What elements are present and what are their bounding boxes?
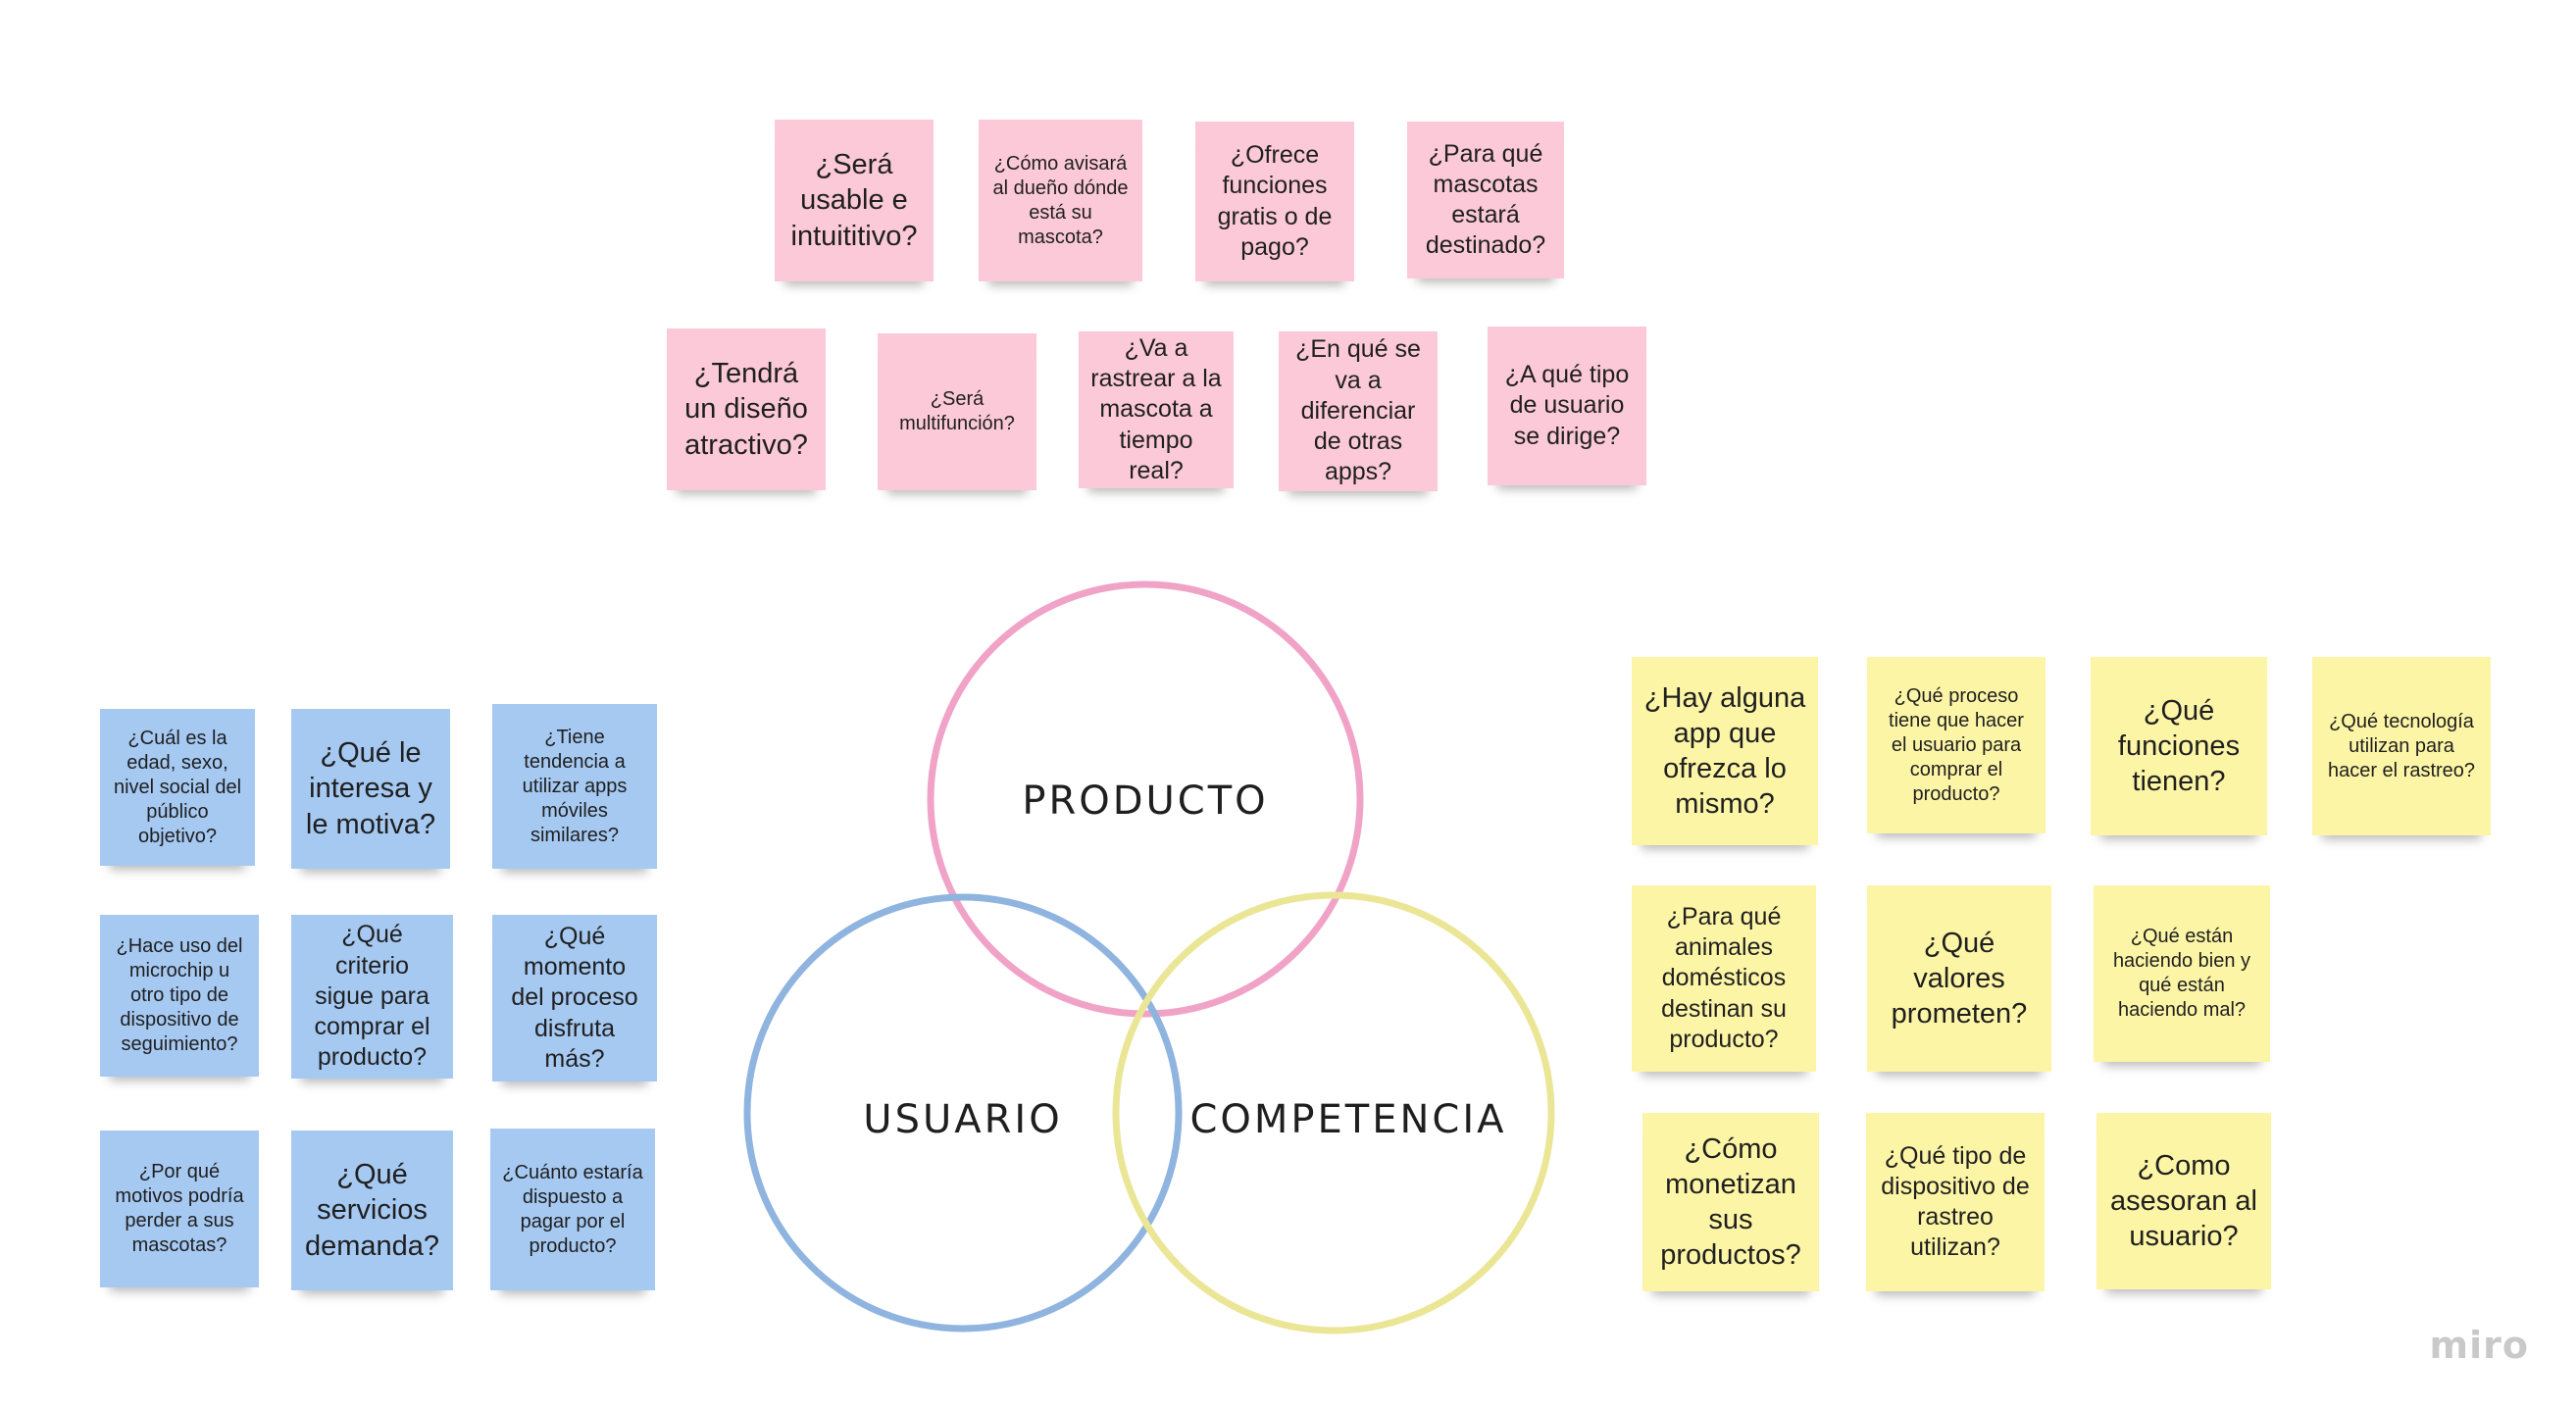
usuario-circle [743, 893, 1183, 1333]
note-text: ¿Hay alguna app que ofrezca lo mismo? [1643, 681, 1806, 821]
note-text: ¿Será multifunción? [899, 388, 1015, 434]
usuario-label: USUARIO [863, 1097, 1062, 1142]
note-text: ¿Qué están haciendo bien y qué están hac… [2112, 926, 2251, 1021]
producto-circle [927, 580, 1364, 1018]
note-text: ¿Qué proceso tiene que hacer el usuario … [1889, 684, 2024, 805]
sticky-note-producto[interactable]: ¿Va a rastrear a la mascota a tiempo rea… [1079, 331, 1234, 488]
producto-label: PRODUCTO [1022, 779, 1268, 824]
note-text: ¿Tendrá un diseño atractivo? [684, 358, 808, 461]
note-text: ¿Qué valores prometen? [1891, 927, 2028, 1031]
competencia-circle [1112, 891, 1555, 1334]
note-text: ¿Cuánto estaría dispuesto a pagar por el… [502, 1161, 643, 1257]
sticky-note-producto[interactable]: ¿Será multifunción? [878, 333, 1036, 490]
sticky-note-usuario[interactable]: ¿Qué criterio sigue para comprar el prod… [291, 915, 453, 1079]
note-text: ¿En qué se va a diferenciar de otras app… [1295, 335, 1421, 486]
sticky-note-usuario[interactable]: ¿Qué momento del proceso disfruta más? [492, 915, 657, 1081]
note-text: ¿Será usable e intuititivo? [790, 149, 918, 252]
note-text: ¿Hace uso del microchip u otro tipo de d… [116, 935, 243, 1055]
note-text: ¿Para qué mascotas estará destinado? [1425, 139, 1546, 260]
note-text: ¿Para qué animales domésticos destinan s… [1661, 902, 1787, 1053]
sticky-note-competencia[interactable]: ¿Como asesoran al usuario? [2096, 1113, 2271, 1289]
note-text: ¿Cómo avisará al dueño dónde está su mas… [992, 152, 1129, 248]
sticky-note-producto[interactable]: ¿Tendrá un diseño atractivo? [667, 328, 826, 490]
note-text: ¿Va a rastrear a la mascota a tiempo rea… [1090, 333, 1222, 484]
note-text: ¿Qué le interesa y le motiva? [305, 737, 436, 840]
sticky-note-producto[interactable]: ¿Para qué mascotas estará destinado? [1407, 122, 1564, 278]
miro-logo: miro [2429, 1324, 2529, 1367]
sticky-note-competencia[interactable]: ¿Qué tipo de dispositivo de rastreo util… [1866, 1113, 2045, 1291]
sticky-note-competencia[interactable]: ¿Hay alguna app que ofrezca lo mismo? [1632, 657, 1818, 845]
note-text: ¿Tiene tendencia a utilizar apps móviles… [522, 726, 628, 846]
note-text: ¿Cómo monetizan sus productos? [1660, 1132, 1801, 1272]
sticky-note-competencia[interactable]: ¿Qué están haciendo bien y qué están hac… [2094, 885, 2270, 1062]
note-text: ¿Ofrece funciones gratis o de pago? [1217, 141, 1333, 261]
note-text: ¿A qué tipo de usuario se dirige? [1504, 361, 1630, 450]
note-text: ¿Qué tecnología utilizan para hacer el r… [2327, 710, 2476, 781]
sticky-note-usuario[interactable]: ¿Qué le interesa y le motiva? [291, 709, 450, 869]
note-text: ¿Qué momento del proceso disfruta más? [511, 922, 638, 1073]
sticky-note-competencia[interactable]: ¿Qué valores prometen? [1867, 885, 2051, 1072]
sticky-note-producto[interactable]: ¿En qué se va a diferenciar de otras app… [1279, 331, 1438, 491]
sticky-note-competencia[interactable]: ¿Qué tecnología utilizan para hacer el r… [2312, 657, 2491, 835]
sticky-note-producto[interactable]: ¿Será usable e intuititivo? [775, 120, 934, 281]
note-text: ¿Como asesoran al usuario? [2110, 1149, 2257, 1253]
sticky-note-competencia[interactable]: ¿Cómo monetizan sus productos? [1642, 1113, 1819, 1291]
sticky-note-producto[interactable]: ¿A qué tipo de usuario se dirige? [1488, 327, 1646, 485]
sticky-note-competencia[interactable]: ¿Para qué animales domésticos destinan s… [1632, 885, 1816, 1072]
sticky-note-competencia[interactable]: ¿Qué funciones tienen? [2091, 657, 2267, 835]
sticky-note-usuario[interactable]: ¿Qué servicios demanda? [291, 1131, 453, 1290]
sticky-note-competencia[interactable]: ¿Qué proceso tiene que hacer el usuario … [1867, 657, 2046, 833]
sticky-note-usuario[interactable]: ¿Cuál es la edad, sexo, nivel social del… [100, 709, 255, 866]
sticky-note-usuario[interactable]: ¿Tiene tendencia a utilizar apps móviles… [492, 704, 657, 869]
sticky-note-usuario[interactable]: ¿Hace uso del microchip u otro tipo de d… [100, 915, 259, 1077]
sticky-note-usuario[interactable]: ¿Por qué motivos podría perder a sus mas… [100, 1131, 259, 1287]
note-text: ¿Qué criterio sigue para comprar el prod… [314, 921, 430, 1072]
sticky-note-producto[interactable]: ¿Ofrece funciones gratis o de pago? [1195, 122, 1354, 281]
note-text: ¿Cuál es la edad, sexo, nivel social del… [113, 727, 242, 847]
sticky-note-usuario[interactable]: ¿Cuánto estaría dispuesto a pagar por el… [490, 1129, 655, 1290]
note-text: ¿Qué servicios demanda? [304, 1159, 440, 1262]
note-text: ¿Qué funciones tienen? [2117, 694, 2241, 798]
note-text: ¿Qué tipo de dispositivo de rastreo util… [1881, 1141, 2030, 1262]
note-text: ¿Por qué motivos podría perder a sus mas… [115, 1161, 244, 1256]
sticky-note-producto[interactable]: ¿Cómo avisará al dueño dónde está su mas… [979, 120, 1142, 281]
competencia-label: COMPETENCIA [1189, 1097, 1506, 1142]
